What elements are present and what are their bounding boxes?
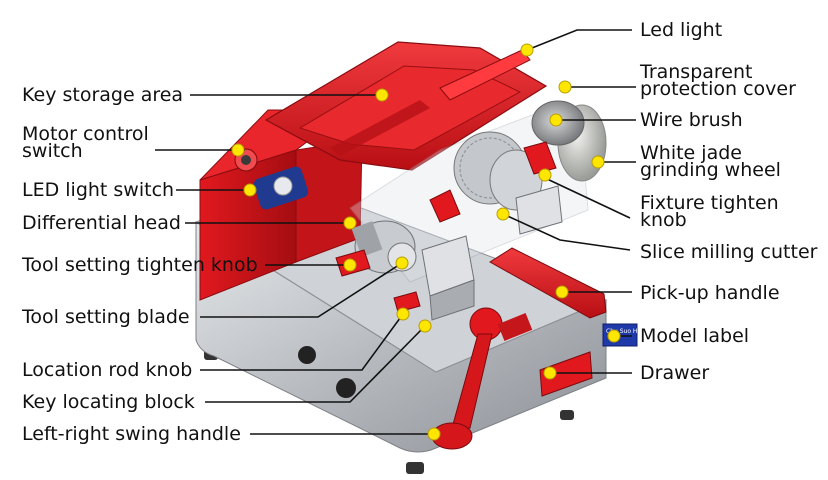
label-motor-control-switch: Motor control switch	[22, 123, 149, 162]
label-transparent-protection-cover: Transparent protection cover	[640, 61, 796, 100]
swing-handle-art	[431, 307, 533, 450]
label-white-jade-line1: White jade	[640, 142, 742, 164]
label-led-light: Led light	[640, 19, 723, 41]
marker-led-light	[520, 43, 534, 57]
label-key-locating-block: Key locating block	[22, 391, 195, 413]
model-label-text: Chu Suo Hui	[606, 328, 643, 335]
label-pick-up-handle: Pick-up handle	[640, 282, 780, 304]
label-motor-control-switch-line1: Motor control	[22, 123, 149, 145]
label-transparent-line1: Transparent	[640, 61, 753, 83]
marker-led-switch	[243, 183, 257, 197]
label-tool-setting-tighten-knob: Tool setting tighten knob	[22, 254, 258, 276]
marker-grinding-wheel	[591, 155, 605, 169]
label-fixture-tighten-knob: Fixture tighten knob	[640, 192, 779, 231]
marker-swing-handle	[427, 427, 441, 441]
marker-milling-cutter	[496, 207, 510, 221]
control-panel	[234, 148, 309, 210]
label-model-label: Model label	[640, 325, 750, 347]
label-wire-brush: Wire brush	[640, 109, 743, 131]
fixture-blocks	[421, 185, 563, 321]
marker-wire-brush	[549, 113, 563, 127]
marker-model-label	[607, 329, 621, 343]
label-motor-control-switch-line2: switch	[22, 140, 83, 162]
marker-fixture-knob	[538, 168, 552, 182]
label-left-right-swing-handle: Left-right swing handle	[22, 423, 241, 445]
label-fixture-line1: Fixture tighten	[640, 192, 779, 214]
marker-motor-switch	[231, 143, 245, 157]
label-white-jade-line2: grinding wheel	[640, 159, 781, 181]
marker-locating-block	[418, 319, 432, 333]
marker-drawer	[543, 366, 557, 380]
label-location-rod-knob: Location rod knob	[22, 359, 193, 381]
label-drawer: Drawer	[640, 362, 710, 384]
label-key-storage-area: Key storage area	[22, 84, 184, 106]
label-transparent-line2: protection cover	[640, 78, 796, 100]
marker-pickup-handle	[555, 285, 569, 299]
marker-tool-blade	[395, 256, 409, 270]
drawer-art	[539, 351, 593, 397]
marker-tighten-knob	[343, 258, 357, 272]
label-fixture-line2: knob	[640, 209, 687, 231]
label-white-jade-grinding-wheel: White jade grinding wheel	[640, 142, 781, 181]
pick-up-handle-art	[489, 247, 607, 319]
marker-key-storage	[375, 88, 389, 102]
label-tool-setting-blade: Tool setting blade	[22, 306, 190, 328]
leader-lines	[155, 29, 636, 435]
marker-differential-head	[343, 216, 357, 230]
label-slice-milling-cutter: Slice milling cutter	[640, 241, 818, 263]
label-differential-head: Differential head	[22, 212, 181, 234]
marker-location-rod	[396, 307, 410, 321]
label-led-light-switch: LED light switch	[22, 179, 175, 201]
callout-markers	[231, 43, 621, 441]
marker-cover	[558, 80, 572, 94]
